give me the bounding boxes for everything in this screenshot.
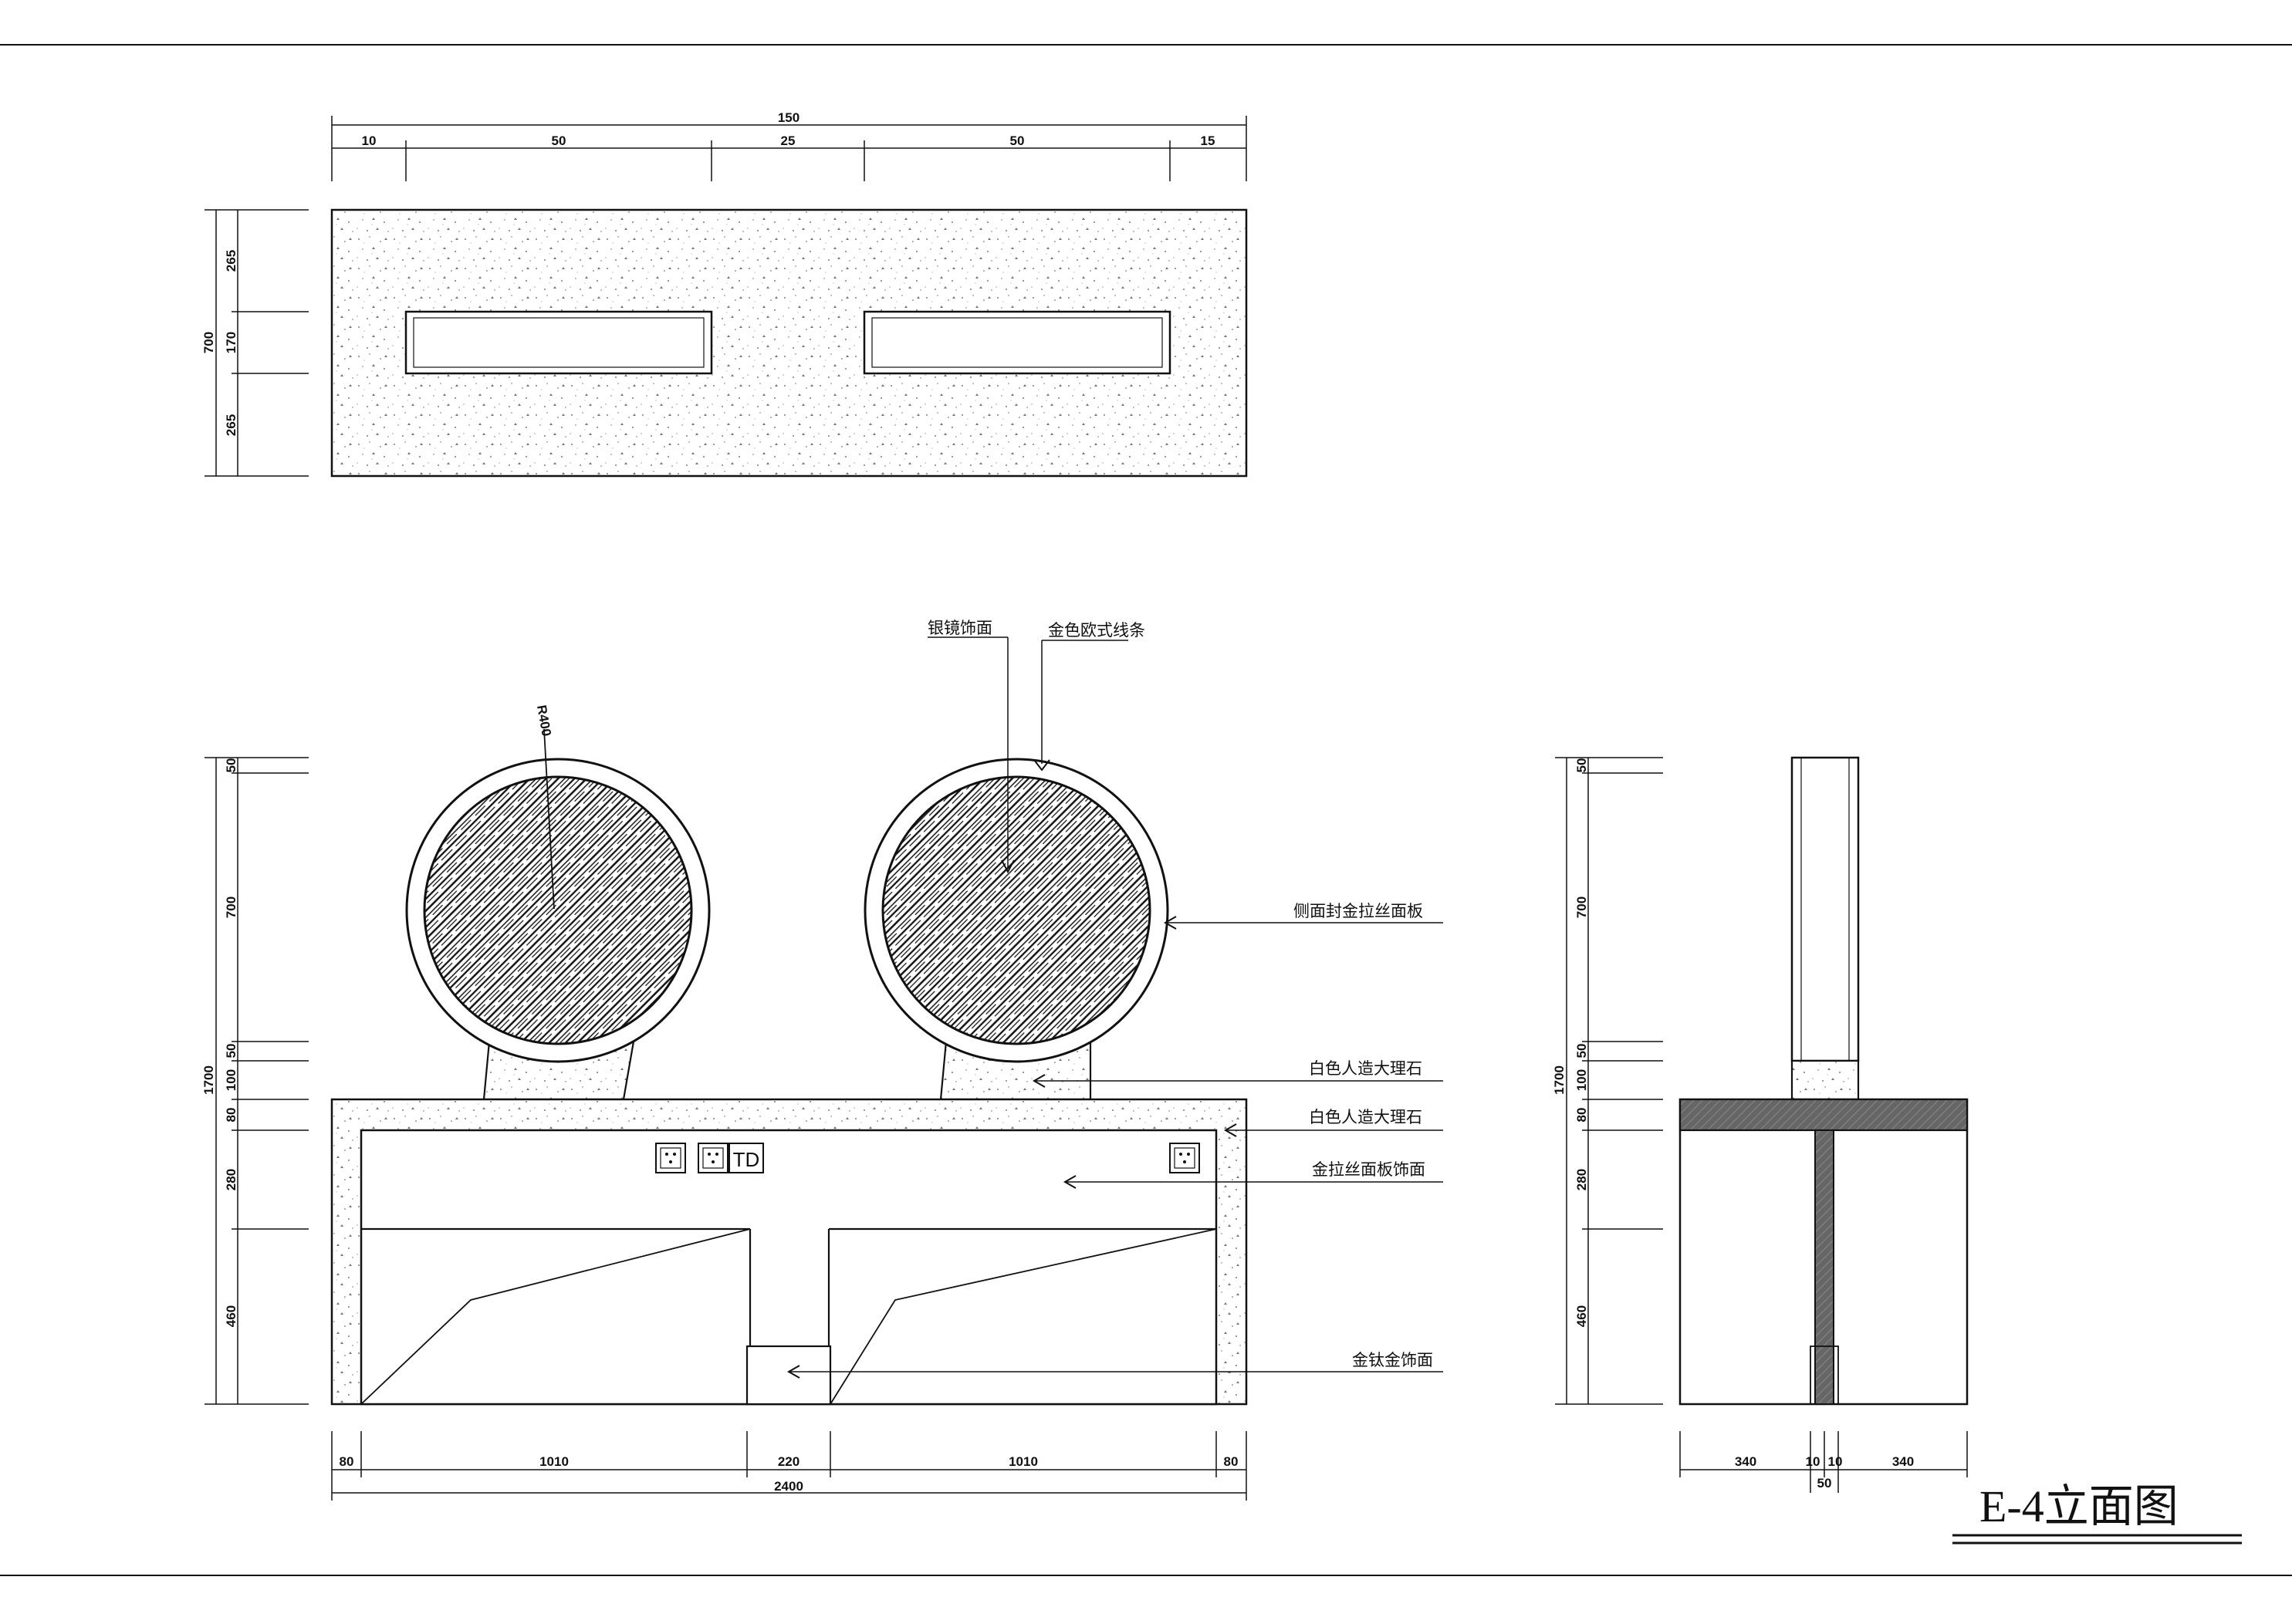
- front-bottom-seg-1: 80: [340, 1454, 354, 1469]
- td-outlet: [729, 1143, 764, 1173]
- front-bottom-seg-5: 80: [1224, 1454, 1239, 1469]
- side-mirror-section: [1790, 756, 1860, 1062]
- side-left-total: 1700: [1552, 1065, 1567, 1095]
- front-left-seg-3: 50: [224, 1044, 238, 1058]
- side-left-seg-4: 100: [1574, 1069, 1589, 1091]
- radius-leader: [543, 728, 555, 910]
- side-bottom-seg-4: 340: [1892, 1454, 1914, 1469]
- side-bottom-seg-2: 10: [1806, 1454, 1820, 1469]
- plan-view: 150 10 50 25 50 15 700 265 170 265: [201, 110, 1248, 478]
- callout-silver-mirror: 银镜饰面: [928, 619, 992, 637]
- drawing-title-block: E-4立面图: [1952, 1481, 2242, 1545]
- side-left-seg-7: 460: [1574, 1305, 1589, 1327]
- callout-titanium-gold: 金钛金饰面: [1352, 1351, 1433, 1369]
- door-swing-left: [360, 1228, 751, 1405]
- callout-marble-1: 白色人造大理石: [1309, 1059, 1422, 1078]
- callout-gold-molding: 金色欧式线条: [1048, 621, 1145, 640]
- side-left-seg-5: 80: [1574, 1108, 1589, 1123]
- side-left-dimensions: 1700 50 700 50 100 80 280 460: [1552, 757, 1663, 1405]
- side-bottom-dimensions: 340 10 10 340 50: [1679, 1431, 1968, 1493]
- plan-top-seg-2: 50: [552, 133, 566, 148]
- door-swing-right: [830, 1228, 1217, 1405]
- plan-top-seg-3: 25: [781, 133, 796, 148]
- side-pedestal: [1790, 1059, 1860, 1101]
- callout-side-gold-panel: 侧面封金拉丝面板: [1293, 902, 1423, 920]
- plan-top-seg-1: 10: [362, 133, 377, 148]
- callout-gold-brushed-panel: 金拉丝面板饰面: [1312, 1160, 1425, 1179]
- plan-left-dimensions: 700 265 170 265: [201, 209, 309, 477]
- mirror-right: [881, 775, 1151, 1045]
- side-left-seg-1: 50: [1574, 758, 1589, 773]
- front-bottom-seg-3: 220: [778, 1454, 799, 1469]
- plan-top-dimensions: 150 10 50 25 50 15: [331, 110, 1247, 181]
- front-bottom-seg-2: 1010: [539, 1454, 569, 1469]
- front-bottom-total: 2400: [774, 1479, 803, 1494]
- plan-slot-left-inner: [413, 317, 705, 368]
- plan-left-seg-3: 265: [224, 414, 238, 436]
- plan-left-seg-1: 265: [224, 250, 238, 272]
- front-left-seg-1: 50: [224, 758, 238, 773]
- callouts: 银镜饰面 金色欧式线条 侧面封金拉丝面板 白色人造大理石 白色人造大理石 金拉丝…: [786, 619, 1443, 1379]
- front-left-total: 1700: [201, 1065, 216, 1095]
- side-bottom-seg-1: 340: [1735, 1454, 1756, 1469]
- plan-top-total: 150: [778, 110, 799, 125]
- callout-marble-2: 白色人造大理石: [1309, 1108, 1422, 1126]
- plan-slot-right: [863, 310, 1171, 375]
- side-countertop-section: [1678, 1098, 1969, 1132]
- front-left-dimensions: 1700 50 700 50 100 80 280 460: [201, 757, 309, 1405]
- side-left-seg-2: 700: [1574, 896, 1589, 918]
- front-left-seg-5: 80: [224, 1108, 238, 1123]
- outlet-group: TD: [655, 1143, 1200, 1173]
- plan-left-seg-2: 170: [224, 332, 238, 353]
- radius-label: R400: [534, 704, 554, 737]
- center-base-panel: [745, 1345, 832, 1406]
- plan-top-seg-5: 15: [1201, 133, 1215, 148]
- td-label: TD: [733, 1148, 760, 1171]
- front-left-seg-4: 100: [224, 1069, 238, 1091]
- plan-left-total: 700: [201, 332, 216, 353]
- side-center-post: [1814, 1129, 1834, 1405]
- drawing-title: E-4立面图: [1979, 1481, 2179, 1531]
- side-left-seg-6: 280: [1574, 1169, 1589, 1190]
- side-left-seg-3: 50: [1574, 1044, 1589, 1058]
- front-left-seg-2: 700: [224, 896, 238, 918]
- mirror-left: [423, 775, 693, 1045]
- side-bottom-seg-3: 10: [1828, 1454, 1843, 1469]
- front-bottom-dimensions: 80 1010 220 1010 80 2400: [331, 1431, 1247, 1501]
- front-bottom-seg-4: 1010: [1009, 1454, 1038, 1469]
- front-elevation: R400 TD 银镜饰面: [201, 619, 1443, 1501]
- plan-top-seg-4: 50: [1010, 133, 1025, 148]
- front-left-seg-7: 460: [224, 1305, 238, 1327]
- plan-slot-left: [404, 310, 713, 375]
- side-elevation: 1700 50 700 50 100 80 280 460 340 10 10 …: [1552, 756, 1969, 1493]
- side-bottom-total: 50: [1817, 1476, 1832, 1491]
- front-left-seg-6: 280: [224, 1169, 238, 1190]
- plan-slot-right-inner: [871, 317, 1163, 368]
